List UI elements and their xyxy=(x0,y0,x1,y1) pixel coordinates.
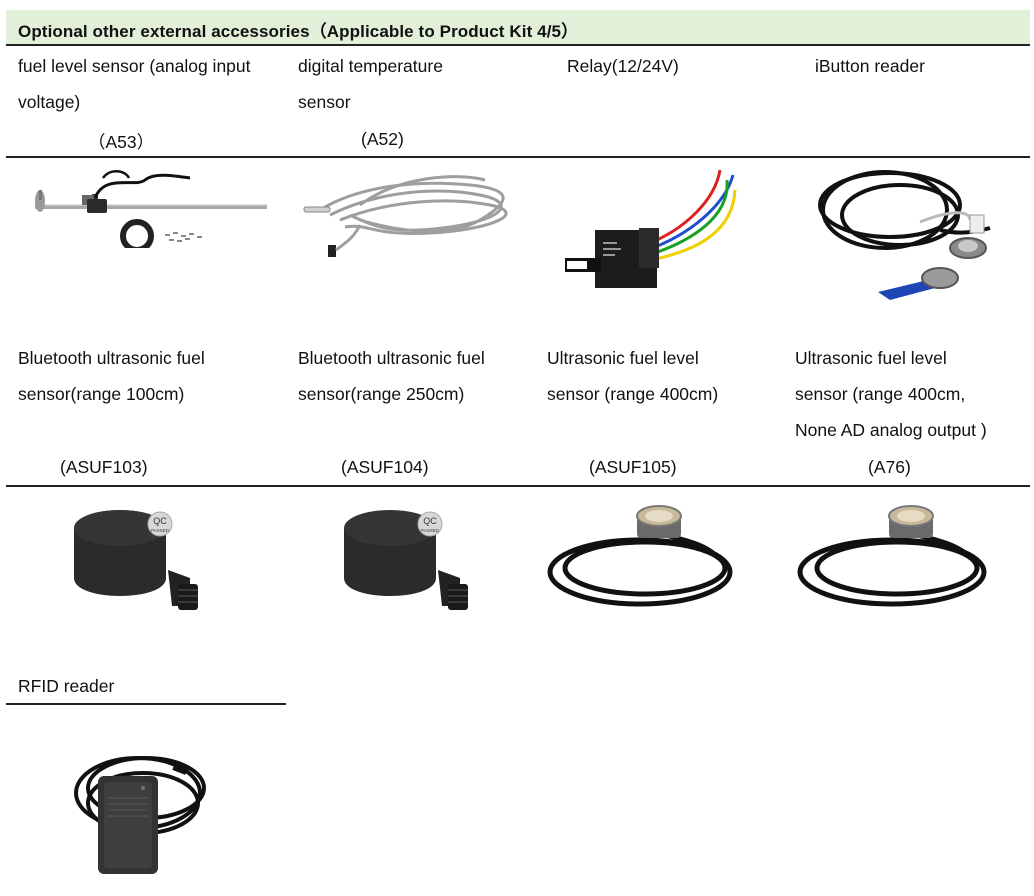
label-line: Ultrasonic fuel level xyxy=(795,348,947,368)
qc-mark: QC xyxy=(423,516,437,526)
item-label-bt-sensor-100: Bluetooth ultrasonic fuel sensor(range 1… xyxy=(18,340,205,412)
item-code-a53: （A53） xyxy=(88,132,155,152)
ultrasonic-sensor-photo-400-no-ad xyxy=(795,500,1000,615)
item-label-relay: Relay(12/24V) xyxy=(567,48,679,84)
label-line: sensor(range 100cm) xyxy=(18,384,185,404)
label-line: fuel level sensor (analog input xyxy=(18,56,251,76)
relay-photo xyxy=(555,160,745,300)
fuel-level-sensor-photo xyxy=(25,168,275,248)
divider xyxy=(6,156,1030,158)
label-line: Ultrasonic fuel level xyxy=(547,348,699,368)
label-line: RFID reader xyxy=(18,676,115,696)
item-code-a52: (A52) xyxy=(361,129,404,149)
item-code-asuf103: (ASUF103) xyxy=(60,457,148,477)
bluetooth-ultrasonic-sensor-photo-250: QC PASSED xyxy=(330,500,480,620)
label-line: Bluetooth ultrasonic fuel xyxy=(18,348,205,368)
ibutton-reader-photo xyxy=(810,160,1020,305)
label-line: None AD analog output ) xyxy=(795,420,987,440)
label-line: sensor (range 400cm) xyxy=(547,384,719,404)
temperature-sensor-photo xyxy=(300,165,510,265)
bluetooth-ultrasonic-sensor-photo-100: QC PASSED xyxy=(60,500,210,620)
section-header: Optional other external accessories（Appl… xyxy=(6,10,1030,46)
label-line: sensor xyxy=(298,92,351,112)
item-label-ultrasonic-400-no-ad: Ultrasonic fuel level sensor (range 400c… xyxy=(795,340,987,448)
passed-mark: PASSED xyxy=(421,528,440,533)
item-label-bt-sensor-250: Bluetooth ultrasonic fuel sensor(range 2… xyxy=(298,340,485,412)
passed-mark: PASSED xyxy=(151,528,170,533)
item-code-asuf105: (ASUF105) xyxy=(589,457,677,477)
label-line: Bluetooth ultrasonic fuel xyxy=(298,348,485,368)
item-label-fuel-level-sensor: fuel level sensor (analog input voltage) xyxy=(18,48,251,120)
rfid-reader-photo xyxy=(68,748,218,878)
item-code-a76: (A76) xyxy=(868,457,911,477)
label-line: sensor(range 250cm) xyxy=(298,384,465,404)
qc-mark: QC xyxy=(153,516,167,526)
divider xyxy=(6,485,1030,487)
label-line: iButton reader xyxy=(815,56,925,76)
item-label-rfid-reader: RFID reader xyxy=(18,668,114,704)
ultrasonic-sensor-photo-400 xyxy=(545,500,745,615)
item-label-ultrasonic-400: Ultrasonic fuel level sensor (range 400c… xyxy=(547,340,718,412)
label-line: sensor (range 400cm, xyxy=(795,384,966,404)
item-label-ibutton-reader: iButton reader xyxy=(815,48,925,84)
label-line: Relay(12/24V) xyxy=(567,56,679,76)
item-code-asuf104: (ASUF104) xyxy=(341,457,429,477)
label-line: voltage) xyxy=(18,92,81,112)
divider xyxy=(6,703,286,705)
item-label-temperature-sensor: digital temperature sensor xyxy=(298,48,443,120)
section-title: Optional other external accessories（Appl… xyxy=(18,22,579,41)
label-line: digital temperature xyxy=(298,56,443,76)
